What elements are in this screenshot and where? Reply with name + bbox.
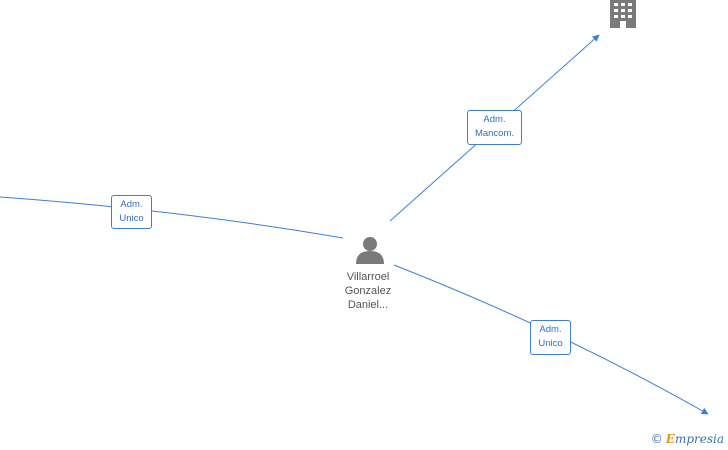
edge-label-line: Unico — [119, 213, 144, 224]
edge-label-line: Unico — [538, 338, 563, 349]
edge-label-line: Adm. — [120, 199, 143, 210]
copyright-icon: © — [650, 432, 663, 446]
person-name-line: Daniel... — [347, 299, 389, 311]
person-name-line: Villarroel — [346, 271, 390, 283]
person-icon[interactable] — [356, 237, 384, 264]
edge-left-to-person — [0, 196, 344, 239]
edge-label-company[interactable]: Adm. Mancom. — [467, 110, 522, 145]
edge-label-left[interactable]: Adm. Unico — [111, 195, 152, 229]
empresia-watermark: ©Empresia — [651, 432, 724, 446]
edge-label-bottom-right[interactable]: Adm. Unico — [530, 320, 571, 355]
person-name-line: Gonzalez — [344, 285, 392, 297]
edge-label-line: Mancom. — [474, 128, 515, 139]
building-icon[interactable] — [610, 0, 636, 28]
person-name[interactable]: Villarroel Gonzalez Daniel... — [318, 270, 418, 312]
edge-label-line: Adm. — [483, 114, 506, 125]
brand-name: mpresia — [674, 432, 724, 446]
brand-initial: E — [665, 432, 675, 446]
edge-label-line: Adm. — [539, 324, 562, 335]
